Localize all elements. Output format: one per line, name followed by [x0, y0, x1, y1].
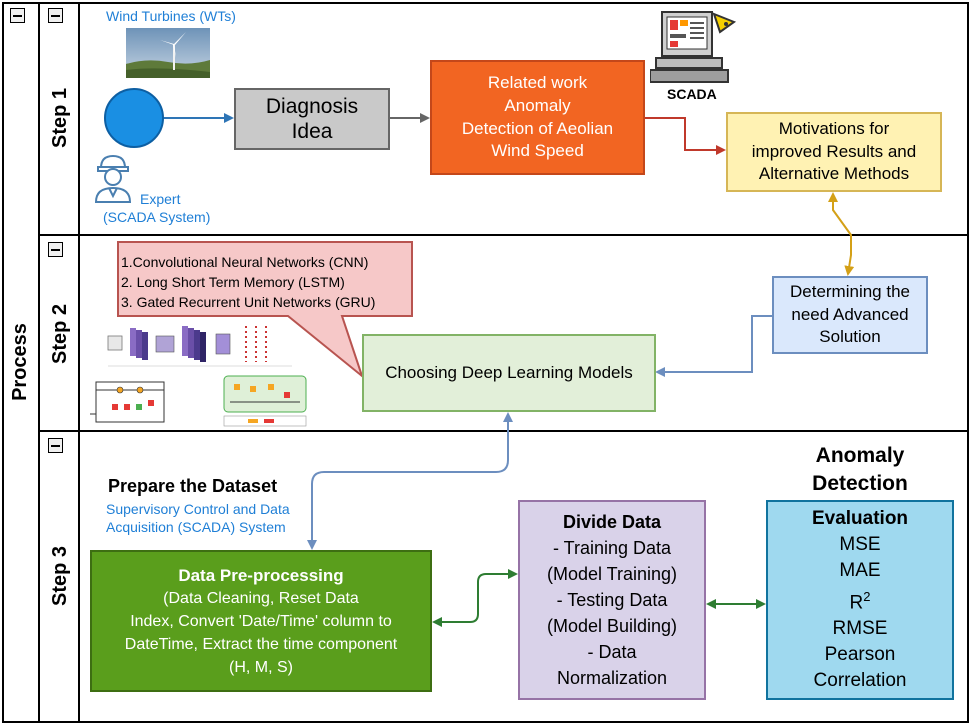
cnn-architecture-thumbnail	[107, 326, 292, 367]
prepare-dataset-subtitle: Supervisory Control and Data Acquisition…	[106, 500, 290, 536]
expert-icon	[94, 154, 132, 203]
determining-box: Determining the need Advanced Solution	[772, 276, 928, 354]
models-callout-text: 1.Convolutional Neural Networks (CNN) 2.…	[121, 252, 375, 312]
prepare-subtitle-line-2: Acquisition (SCADA) System	[106, 519, 286, 535]
metric-correlation: Correlation	[813, 670, 907, 692]
preprocessing-line-2: Index, Convert 'Date/Time' column to	[130, 612, 392, 630]
metric-r2-base: R	[849, 592, 864, 614]
expert-system-label: (SCADA System)	[103, 209, 211, 225]
related-work-line-1: Related work	[487, 72, 588, 92]
motivations-box: Motivations for improved Results and Alt…	[726, 112, 942, 192]
diagnosis-idea-line-1: Diagnosis	[265, 94, 359, 118]
arrow-choosing-to-preprocessing	[307, 412, 513, 550]
motivations-line-2: improved Results and	[751, 141, 917, 161]
determining-line-2: need Advanced	[791, 304, 909, 324]
lstm-cell-thumbnail	[90, 381, 165, 423]
evaluation-title: Evaluation	[811, 507, 909, 529]
collapse-process-button[interactable]	[10, 8, 25, 23]
callout-model-lstm: 2. Long Short Term Memory (LSTM)	[121, 274, 345, 290]
metric-mae: MAE	[839, 559, 881, 581]
metric-rmse: RMSE	[832, 618, 888, 640]
arrow-related-to-motivations	[645, 117, 726, 155]
gru-cell-thumbnail	[223, 375, 307, 427]
arrow-motivations-determining	[828, 192, 855, 276]
divide-data-box: Divide Data - Training Data (Model Train…	[518, 500, 706, 700]
choosing-models-box: Choosing Deep Learning Models	[362, 334, 656, 412]
preprocessing-line-4: (H, M, S)	[229, 658, 293, 676]
arrow-preprocessing-divide	[432, 569, 518, 627]
motivations-line-1: Motivations for	[778, 118, 890, 138]
divide-line-2: (Model Training)	[546, 564, 678, 584]
models-callout-shape	[117, 241, 413, 379]
preprocessing-line-1: (Data Cleaning, Reset Data	[163, 589, 359, 607]
step-column-divider	[78, 2, 80, 723]
related-work-box: Related work Anomaly Detection of Aeolia…	[430, 60, 645, 175]
divide-line-6: Normalization	[556, 668, 668, 688]
preprocessing-title: Data Pre-processing	[178, 565, 344, 585]
evaluation-box: Evaluation MSE MAE R2 RMSE Pearson Corre…	[766, 500, 954, 700]
start-node-circle	[104, 88, 164, 148]
callout-model-gru: 3. Gated Recurrent Unit Networks (GRU)	[121, 294, 376, 310]
prepare-dataset-title: Prepare the Dataset	[108, 476, 278, 496]
preprocessing-line-3: DateTime, Extract the time component	[124, 635, 398, 653]
determining-line-3: Solution	[819, 327, 881, 347]
scada-label: SCADA	[667, 86, 717, 102]
wind-turbines-label: Wind Turbines (WTs)	[106, 8, 236, 24]
anomaly-title-line-1: Anomaly	[815, 444, 905, 467]
divide-line-3: - Testing Data	[556, 590, 668, 610]
related-work-line-4: Wind Speed	[491, 141, 584, 161]
anomaly-title-line-2: Detection	[812, 472, 908, 495]
motivations-line-3: Alternative Methods	[758, 164, 910, 184]
preprocessing-box: Data Pre-processing (Data Cleaning, Rese…	[90, 550, 432, 692]
metric-pearson: Pearson	[824, 644, 896, 666]
collapse-step1-button[interactable]	[48, 8, 63, 23]
related-work-line-2: Anomaly	[504, 95, 571, 115]
divide-line-5: - Data	[587, 642, 637, 662]
divide-line-1: - Training Data	[552, 538, 672, 558]
prepare-subtitle-line-1: Supervisory Control and Data	[106, 501, 290, 517]
determining-line-1: Determining the	[789, 281, 910, 301]
step1-divider	[38, 234, 969, 236]
divide-data-title: Divide Data	[562, 512, 662, 532]
metric-r2: R2	[850, 584, 871, 616]
metric-mse: MSE	[839, 533, 881, 555]
related-work-line-3: Detection of Aeolian	[461, 118, 614, 138]
anomaly-detection-title: Anomaly Detection	[770, 442, 950, 498]
callout-model-cnn: 1.Convolutional Neural Networks (CNN)	[121, 254, 369, 270]
collapse-step3-button[interactable]	[48, 438, 63, 453]
diagnosis-idea-box: Diagnosis Idea	[234, 88, 390, 150]
collapse-step2-button[interactable]	[48, 242, 63, 257]
scada-computer-icon	[650, 11, 737, 83]
process-column-divider	[38, 2, 40, 723]
choosing-models-label: Choosing Deep Learning Models	[385, 363, 633, 382]
divide-line-4: (Model Building)	[546, 616, 678, 636]
arrow-determining-to-choosing	[655, 315, 772, 377]
wind-turbine-image	[126, 28, 210, 78]
metric-r2-superscript: 2	[863, 588, 871, 604]
expert-label: Expert	[140, 191, 181, 207]
diagnosis-idea-line-2: Idea	[291, 120, 333, 143]
